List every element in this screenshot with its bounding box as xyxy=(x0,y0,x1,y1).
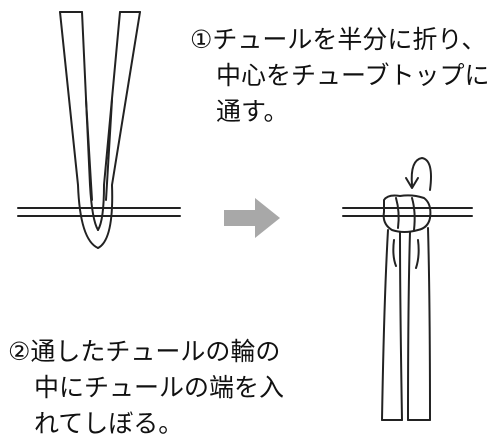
figure-2-knotted-tulle xyxy=(342,157,473,421)
step-2-line-1: ②通したチュールの輪の xyxy=(8,337,281,366)
step-1-line-2: 中心をチューブトップに xyxy=(216,61,490,90)
step-1-line-3: 通す。 xyxy=(216,97,289,126)
knot-fold-1 xyxy=(395,197,400,229)
tulle-tail-left-outer xyxy=(381,229,389,421)
tail-crease-left xyxy=(392,239,397,267)
step-2-line-3: れてしぼる。 xyxy=(34,409,184,438)
tulle-tail-right-inner xyxy=(407,231,411,421)
tulle-tail-right-outer xyxy=(427,227,431,421)
arrow-right-icon xyxy=(224,198,280,238)
tail-crease-right xyxy=(415,239,420,269)
tulle-knot xyxy=(382,194,432,233)
tulle-right-outer-edge xyxy=(97,11,141,249)
tulle-tail-left-inner xyxy=(399,231,403,421)
step-1-caption: ①チュールを半分に折り、 中心をチューブトップに 通す。 xyxy=(190,22,490,130)
tulle-right-inner-edge xyxy=(97,11,121,231)
step-1-line-1: ①チュールを半分に折り、 xyxy=(190,25,487,54)
tulle-left-inner-edge xyxy=(81,11,99,231)
step-2-caption: ②通したチュールの輪の 中にチュールの端を入 れてしぼる。 xyxy=(8,334,284,442)
tulle-right-fold-line xyxy=(105,99,113,201)
figure-1-folded-tulle xyxy=(17,11,181,249)
tulle-left-fold-line xyxy=(85,99,93,201)
pull-arrow-curve xyxy=(410,157,432,191)
step-2-line-2: 中にチュールの端を入 xyxy=(34,373,285,402)
pull-arrow-head-icon xyxy=(405,177,419,189)
next-step-arrow xyxy=(224,198,280,238)
knot-fold-2 xyxy=(411,197,416,231)
tulle-left-outer-edge xyxy=(59,11,99,249)
